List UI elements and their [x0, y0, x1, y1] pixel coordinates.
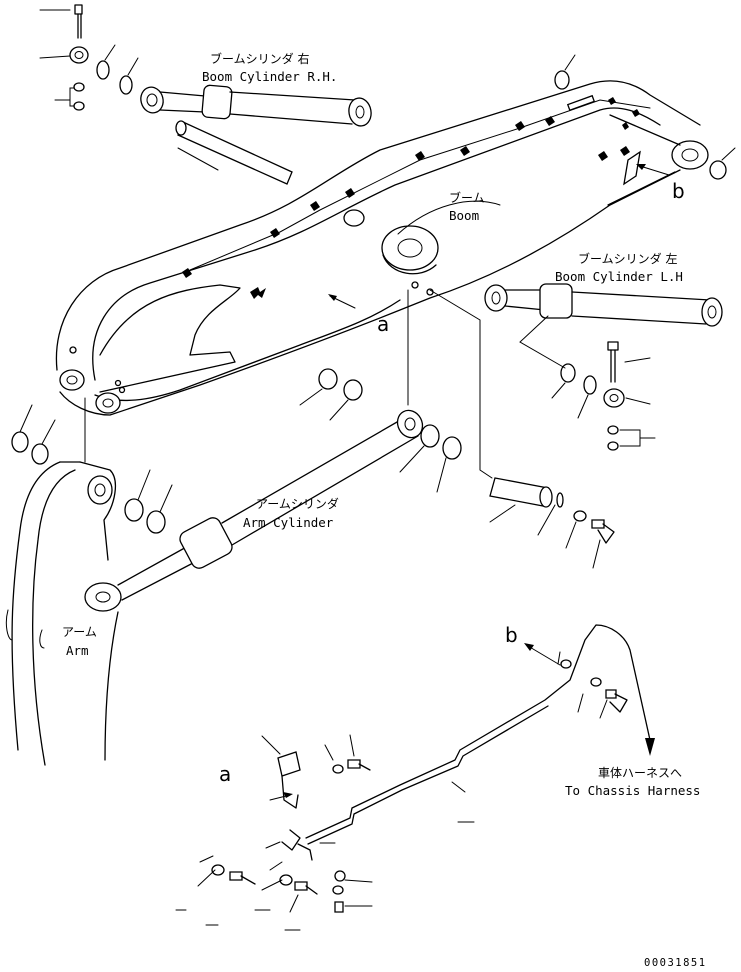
drawing-number: 00031851 — [644, 957, 707, 969]
washers-arm-left — [11, 404, 173, 534]
ref-a-upper: a — [377, 312, 389, 336]
label-boom-cylinder-lh-en: Boom Cylinder L.H — [555, 269, 683, 284]
washer-boom-top — [554, 54, 736, 180]
bolt-stack-right — [551, 341, 656, 451]
boom-cylinder-rh — [140, 84, 372, 185]
leader-lines — [84, 147, 670, 479]
ref-a-lower: a — [219, 762, 231, 786]
ref-b-upper: b — [672, 179, 685, 203]
label-boom-cylinder-lh-jp: ブームシリンダ 左 — [578, 251, 677, 266]
arm-body — [5, 461, 119, 766]
label-boom-cylinder-rh-jp: ブームシリンダ 右 — [210, 51, 309, 66]
label-arm-cylinder-jp: アームシリンダ — [256, 496, 339, 511]
boom-body — [55, 80, 709, 416]
label-arm-jp: アーム — [62, 625, 97, 639]
washers-arm-cylinder — [299, 368, 462, 493]
label-boom-en: Boom — [449, 208, 479, 223]
arm-cylinder — [84, 409, 424, 612]
pin-assembly — [489, 477, 615, 569]
label-chassis-harness-en: To Chassis Harness — [565, 783, 700, 798]
label-arm-cylinder-en: Arm Cylinder — [243, 515, 334, 530]
boom-cylinder-lh — [484, 283, 723, 327]
bolt-stack-top-left — [39, 4, 139, 111]
label-boom-jp: ブーム — [449, 190, 485, 205]
label-boom-cylinder-rh-en: Boom Cylinder R.H. — [202, 69, 337, 84]
harness-assembly — [175, 624, 655, 931]
ref-b-lower: b — [505, 623, 518, 647]
label-chassis-harness-jp: 車体ハーネスへ — [598, 766, 682, 780]
label-arm-en: Arm — [66, 643, 89, 658]
